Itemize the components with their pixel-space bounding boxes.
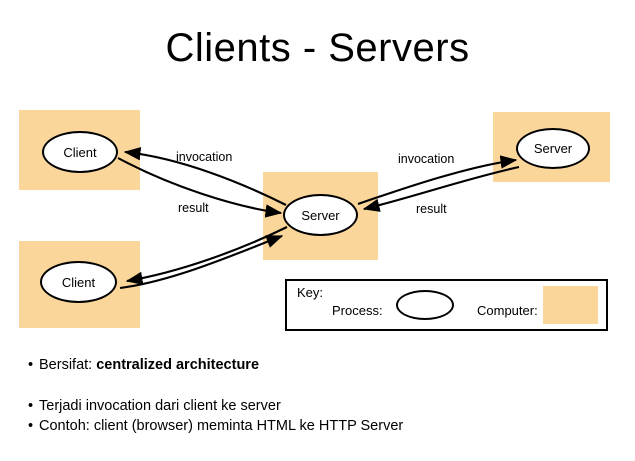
- edge-label-right-invocation: invocation: [398, 152, 455, 166]
- key-process-ellipse-swatch: [396, 290, 454, 320]
- page-title: Clients - Servers: [165, 26, 470, 70]
- bullet-emphasis: centralized architecture: [96, 357, 260, 373]
- node-label: Server: [533, 141, 573, 156]
- node-client-bottom[interactable]: Client: [40, 261, 117, 303]
- bullet-dot: •: [28, 357, 34, 373]
- bullet-dot: •: [28, 397, 34, 414]
- key-title: Key:: [297, 285, 324, 300]
- node-label: Client: [63, 144, 97, 160]
- node-label: Server: [301, 207, 340, 223]
- bullet-text: Bersifat:: [39, 357, 97, 373]
- bullet-list: • Bersifat: centralized architecture • Ter…: [28, 357, 618, 435]
- key-process-label: Process:: [332, 303, 383, 318]
- node-server-right[interactable]: Server: [516, 128, 590, 169]
- bullet-dot: •: [28, 418, 34, 435]
- node-label: Client: [61, 274, 96, 290]
- edge-label-left-result: result: [178, 201, 209, 215]
- key-legend-box: Key: Process: Computer:: [285, 279, 608, 331]
- edge-label-right-result: result: [416, 202, 447, 216]
- node-server-center[interactable]: Server: [283, 194, 358, 236]
- edge-label-left-invocation: invocation: [176, 150, 233, 164]
- bullet-text: Contoh: client (browser) meminta HTML ke…: [39, 418, 404, 435]
- key-computer-label: Computer:: [477, 303, 538, 318]
- list-item: • Contoh: client (browser) meminta HTML k…: [28, 418, 618, 435]
- key-computer-color-swatch: [543, 286, 598, 324]
- bullet-text: Terjadi invocation dari client ke server: [39, 397, 281, 414]
- node-client-top[interactable]: Client: [42, 131, 118, 173]
- list-item: • Terjadi invocation dari client ke serve…: [28, 398, 618, 415]
- list-item: • Bersifat: centralized architecture: [28, 357, 618, 374]
